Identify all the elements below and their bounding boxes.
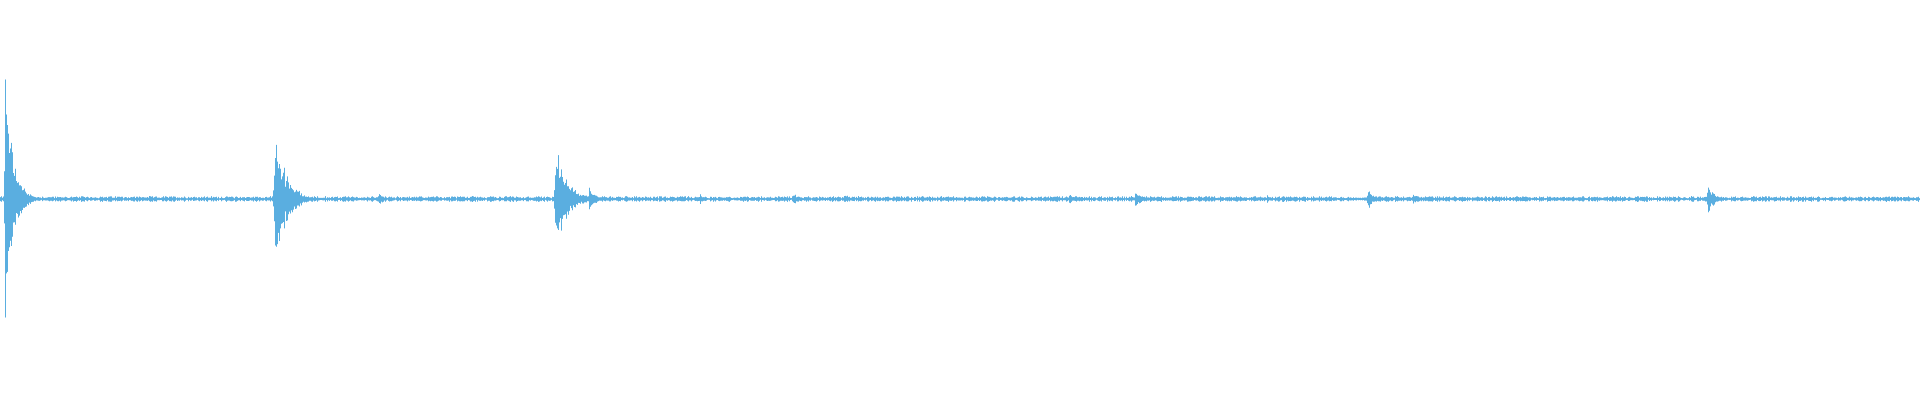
waveform-trace (0, 79, 1920, 318)
